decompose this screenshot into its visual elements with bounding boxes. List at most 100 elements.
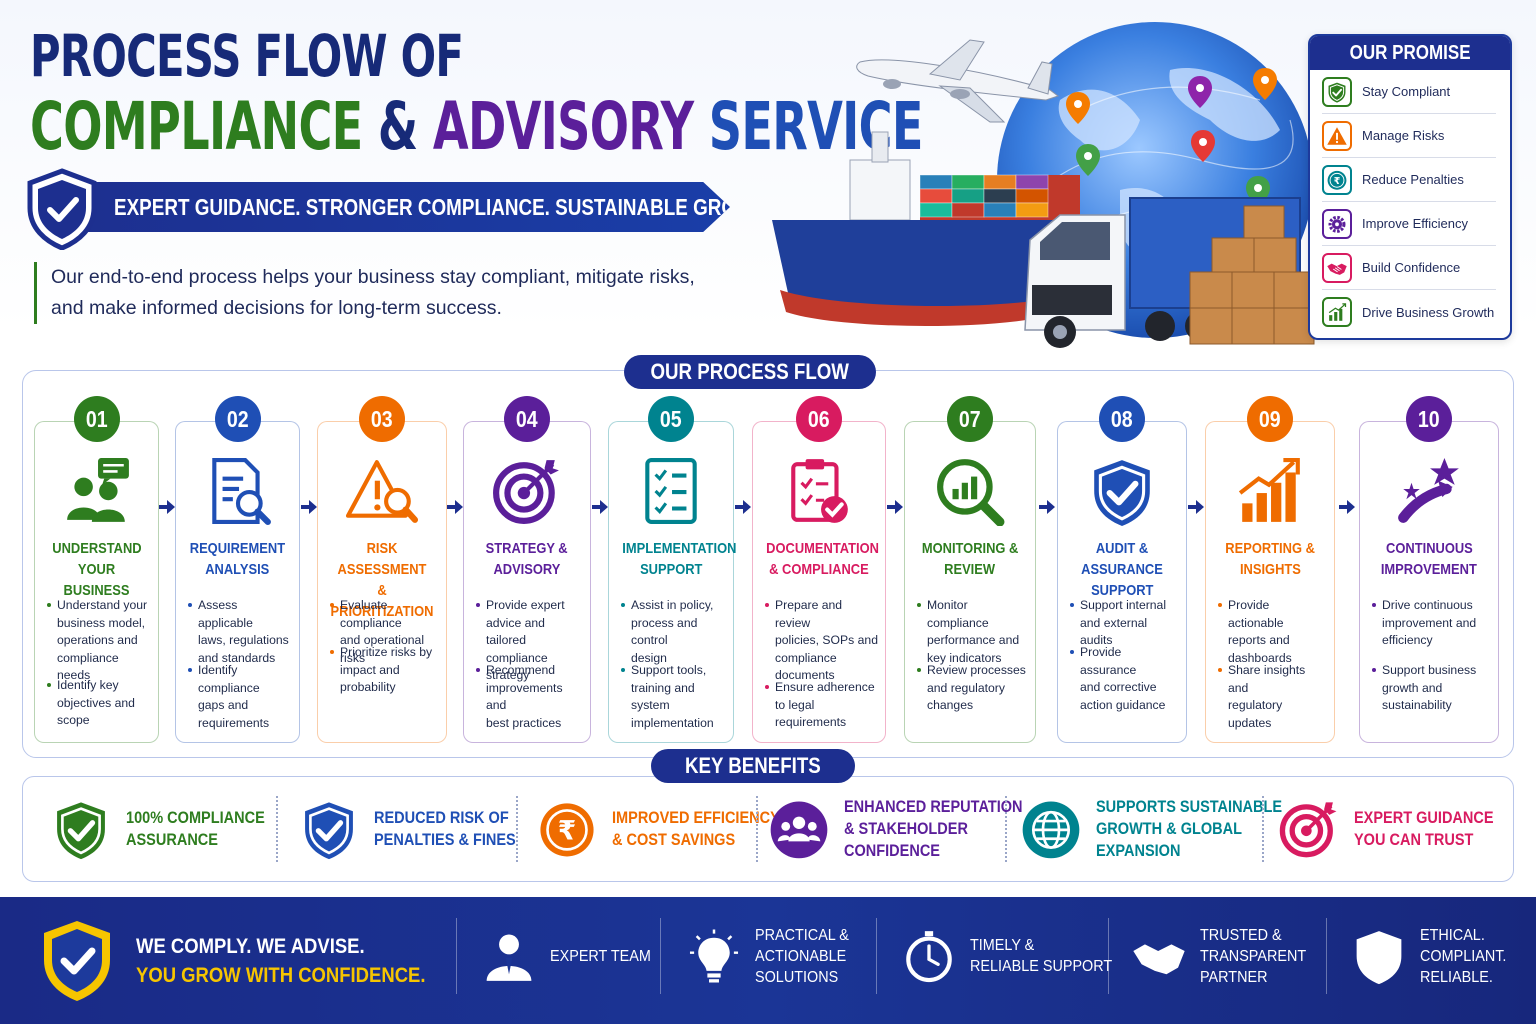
expert-person-icon bbox=[480, 927, 538, 985]
step-title-line: AUDIT & ASSURANCE bbox=[1081, 540, 1163, 578]
benefit-label-line: EXPERT GUIDANCE bbox=[1354, 809, 1494, 827]
step-bullet-line: documents bbox=[775, 668, 835, 682]
benefit-separator bbox=[1262, 796, 1264, 862]
benefit-label-line: ASSURANCE bbox=[126, 831, 218, 849]
flow-arrow-icon bbox=[735, 500, 751, 514]
step-bullet-line: changes bbox=[927, 698, 974, 712]
step-bullet-line: and corrective bbox=[1080, 680, 1157, 694]
benefit-separator bbox=[516, 796, 518, 862]
footer-item-line: RELIABLE SUPPORT bbox=[970, 958, 1113, 975]
airplane-icon bbox=[856, 39, 1060, 123]
flow-arrow-icon bbox=[1038, 500, 1055, 514]
step-bullet-line: gaps and bbox=[198, 698, 249, 712]
footer-item-line: ACTIONABLE bbox=[755, 947, 847, 965]
footer-slogan-line2: YOU GROW WITH CONFIDENCE. bbox=[136, 964, 426, 987]
step-bullet-line: Share insights and bbox=[1228, 663, 1306, 695]
benefit-label-line: SUPPORTS SUSTAINABLE bbox=[1096, 798, 1283, 816]
page-title-line1: PROCESS FLOW OF bbox=[30, 22, 464, 90]
footer-banner bbox=[0, 897, 1536, 1024]
footer-item-label: TIMELY & RELIABLE SUPPORT bbox=[970, 935, 1128, 977]
footer-item-line: EXPERT TEAM bbox=[550, 947, 651, 965]
benefit-label: IMPROVED EFFICIENCY& COST SAVINGS bbox=[612, 807, 803, 851]
flow-arrow-icon bbox=[1339, 500, 1355, 514]
benefit-label-line: GROWTH & GLOBAL bbox=[1096, 820, 1242, 838]
step-title-line: IMPLEMENTATION bbox=[622, 540, 737, 557]
step-number: 03 bbox=[371, 405, 393, 432]
footer-item: ETHICAL.COMPLIANT.RELIABLE. bbox=[1350, 900, 1516, 1012]
benefit-icon-wrap bbox=[768, 796, 830, 862]
step-bullet-line: compliance strategy bbox=[486, 650, 548, 683]
step-title: REPORTING &INSIGHTS bbox=[1210, 538, 1330, 580]
benefit-label-line: YOU CAN TRUST bbox=[1354, 831, 1474, 849]
target-icon bbox=[489, 456, 565, 526]
promise-item: ₹Reduce Penalties bbox=[1322, 158, 1496, 202]
promise-item-label: Stay Compliant bbox=[1362, 84, 1451, 99]
step-bullet-line: Identify compliance bbox=[198, 663, 260, 695]
promise-icon-box: ₹ bbox=[1322, 164, 1352, 195]
footer-slogan-text: WE COMPLY. WE ADVISE.YOU GROW WITH CONFI… bbox=[136, 932, 465, 990]
step-bullet-line: laws, regulations bbox=[198, 633, 289, 647]
step-bullet-line: key indicators bbox=[927, 650, 1002, 665]
step-icon-wrap bbox=[1232, 456, 1308, 526]
footer-item-line: TIMELY & bbox=[970, 937, 1035, 954]
footer-item-line: COMPLIANT. bbox=[1420, 947, 1507, 965]
benefit-icon-wrap bbox=[50, 796, 112, 862]
step-bullet-line: Assist in policy, bbox=[631, 598, 714, 612]
step-bullet-line: Understand your bbox=[57, 598, 148, 612]
promise-icon-box bbox=[1322, 297, 1352, 327]
step-bullet-line: Identify key bbox=[57, 678, 119, 692]
footer-item-line: ETHICAL. bbox=[1420, 926, 1485, 944]
step-bullet-line: business model, bbox=[57, 615, 146, 630]
page-title-line2: COMPLIANCE & ADVISORY SERVICE bbox=[30, 88, 923, 165]
flow-arrow-icon bbox=[300, 500, 317, 514]
step-number-badge: 01 bbox=[73, 396, 120, 442]
footer-item-line: PARTNER bbox=[1200, 968, 1268, 986]
risk-search-icon bbox=[344, 456, 420, 526]
benefit-label: SUPPORTS SUSTAINABLE GROWTH & GLOBAL EXPAN… bbox=[1096, 796, 1307, 862]
step-number: 06 bbox=[808, 405, 830, 432]
step-icon-wrap bbox=[489, 456, 565, 526]
people-icon bbox=[768, 796, 830, 862]
step-bullet-line: regulatory updates bbox=[1228, 698, 1283, 730]
clipboard-check-icon bbox=[781, 456, 857, 526]
shield-check-icon bbox=[1350, 927, 1408, 985]
step-number-badge: 02 bbox=[214, 396, 261, 442]
benefit-label-line: 100% COMPLIANCE bbox=[126, 809, 265, 827]
step-bullet-line: training and system bbox=[631, 680, 695, 713]
step-bullet-line: performance and bbox=[927, 633, 1020, 647]
footer-separator bbox=[1108, 918, 1109, 994]
shield-check-icon bbox=[298, 796, 360, 862]
step-bullet-line: efficiency bbox=[1382, 633, 1433, 647]
footer-item-line: SOLUTIONS bbox=[755, 968, 839, 986]
step-bullet-line: impact and bbox=[340, 662, 400, 677]
step-icon-wrap bbox=[1391, 456, 1467, 526]
process-flow-title: OUR PROCESS FLOW bbox=[624, 355, 876, 389]
intro-text: Our end-to-end process helps your busine… bbox=[34, 262, 714, 324]
tagline-text: EXPERT GUIDANCE. STRONGER COMPLIANCE. SU… bbox=[114, 193, 785, 220]
step-bullet-line: process and control bbox=[631, 615, 698, 648]
lightbulb-icon bbox=[685, 927, 743, 985]
benefit-separator bbox=[756, 796, 758, 862]
promise-icon-box bbox=[1322, 120, 1352, 151]
step-bullet-line: and external audits bbox=[1080, 615, 1148, 648]
promise-item-label: Manage Risks bbox=[1362, 128, 1445, 143]
shield-check-icon bbox=[27, 168, 97, 250]
benefit-label-line: EXPANSION bbox=[1096, 842, 1181, 860]
step-number-badge: 04 bbox=[504, 396, 550, 442]
step-bullet-line: policies, SOPs and bbox=[775, 633, 878, 647]
title-ampersand: & bbox=[362, 88, 433, 165]
